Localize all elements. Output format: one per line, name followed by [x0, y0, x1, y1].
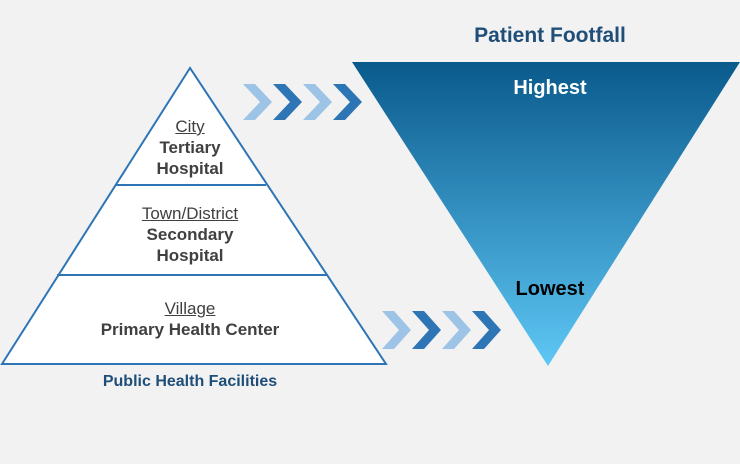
upper-chevron-arrows [243, 84, 362, 120]
pyramid-outline [0, 66, 388, 365]
chevron-icon [472, 311, 501, 349]
level-location: Village [164, 299, 216, 318]
chevron-icon [303, 84, 332, 120]
funnel-bottom-label: Lowest [515, 278, 585, 300]
chevron-icon [333, 84, 362, 120]
level-facility: Hospital [156, 246, 224, 265]
funnel-top-label: Highest [513, 77, 587, 99]
level-facility: Hospital [156, 159, 224, 178]
chevron-icon [243, 84, 272, 120]
chevron-icon [412, 311, 441, 349]
pyramid-level-town-district: Town/District Secondary Hospital [110, 203, 270, 266]
pyramid-level-city: City Tertiary Hospital [130, 116, 250, 179]
level-location: City [175, 117, 205, 136]
level-facility: Primary Health Center [100, 320, 280, 339]
level-facility: Tertiary [159, 138, 221, 157]
level-facility: Secondary [146, 225, 234, 244]
level-location: Town/District [141, 204, 239, 223]
chevron-icon [442, 311, 471, 349]
funnel-title: Patient Footfall [474, 24, 626, 47]
patient-footfall-funnel [352, 62, 740, 366]
pyramid-level-village: Village Primary Health Center [80, 298, 300, 340]
lower-chevron-arrows [382, 311, 501, 349]
chevron-icon [273, 84, 302, 120]
chevron-icon [382, 311, 411, 349]
pyramid-caption: Public Health Facilities [102, 373, 278, 390]
